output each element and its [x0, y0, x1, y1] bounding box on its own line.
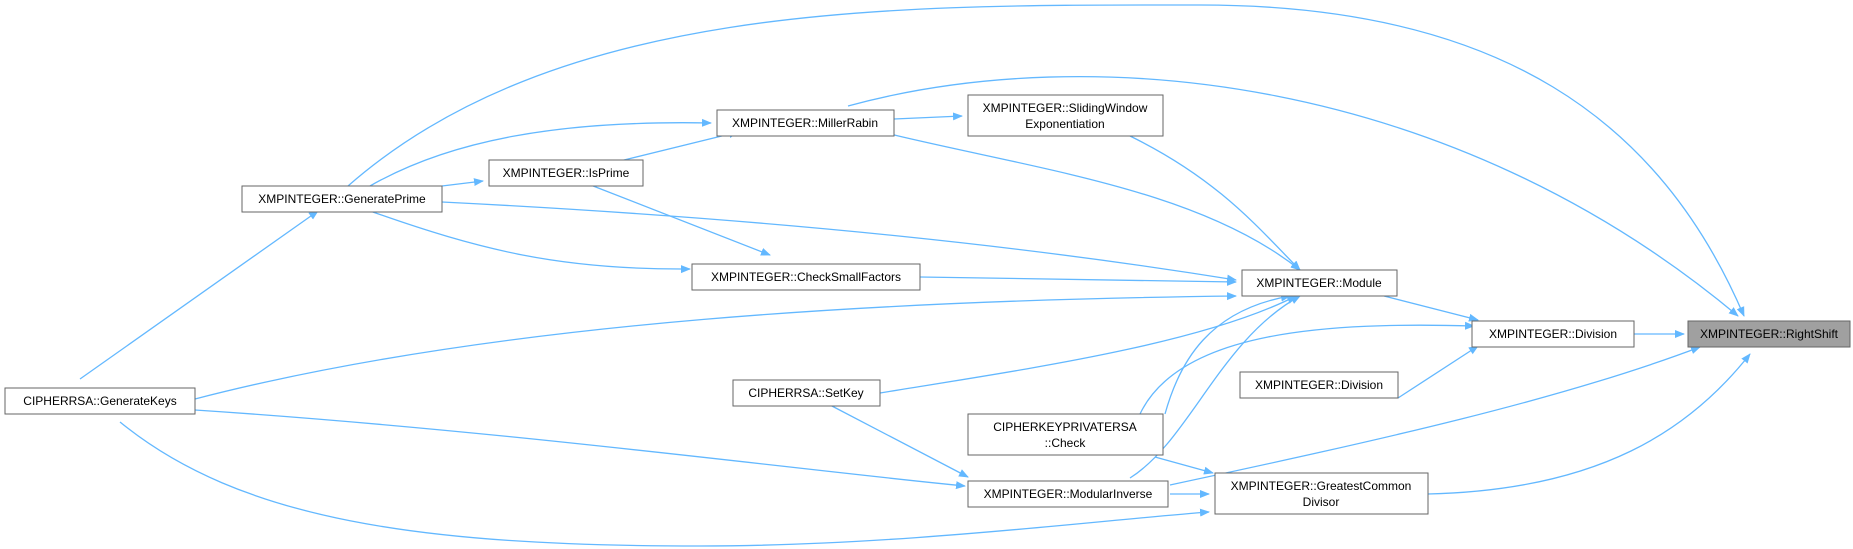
node-generatekeys[interactable]: CIPHERRSA::GenerateKeys: [4, 387, 196, 415]
edge-generatekeys-to-module: [194, 292, 1237, 400]
edge-generatekeys-to-generateprime: [79, 210, 319, 380]
edge-millerrabin-to-slidingwindow: [893, 112, 963, 121]
edge-millerrabin-to-module: [889, 133, 1301, 271]
node-cipherkeyprivatersa-check[interactable]: CIPHERKEYPRIVATERSA ::Check: [967, 413, 1164, 456]
node-isprime-label: XMPINTEGER::IsPrime: [503, 166, 630, 180]
edge-module-to-division1: [1383, 295, 1479, 322]
node-modularinverse[interactable]: XMPINTEGER::ModularInverse: [967, 480, 1169, 508]
node-modularinverse-label: XMPINTEGER::ModularInverse: [984, 487, 1153, 501]
node-division-primary[interactable]: XMPINTEGER::Division: [1471, 320, 1635, 348]
node-millerrabin[interactable]: XMPINTEGER::MillerRabin: [716, 109, 895, 137]
edge-check-to-division1: [1139, 321, 1475, 415]
node-setkey-label: CIPHERRSA::SetKey: [748, 386, 863, 400]
node-module-label: XMPINTEGER::Module: [1256, 276, 1382, 290]
node-slidingwindow-label-line2: Exponentiation: [1025, 117, 1104, 131]
edge-generateprime-to-millerrabin: [369, 118, 712, 187]
edge-check-to-gcd: [1154, 456, 1214, 475]
node-check-label-line1: CIPHERKEYPRIVATERSA: [993, 420, 1137, 434]
node-slidingwindowexponentiation[interactable]: XMPINTEGER::SlidingWindow Exponentiation: [967, 94, 1164, 137]
node-division-primary-label: XMPINTEGER::Division: [1489, 327, 1617, 341]
node-division-secondary-label: XMPINTEGER::Division: [1255, 378, 1383, 392]
edge-slidingwindow-to-module: [1129, 135, 1301, 271]
node-generateprime-label: XMPINTEGER::GeneratePrime: [258, 192, 426, 206]
edge-generateprime-to-rightshift: [347, 4, 1745, 317]
edge-isprime-to-millerrabin: [619, 130, 739, 162]
node-generateprime[interactable]: XMPINTEGER::GeneratePrime: [241, 185, 443, 213]
node-checksmallfactors[interactable]: XMPINTEGER::CheckSmallFactors: [691, 263, 921, 291]
node-division-secondary[interactable]: XMPINTEGER::Division: [1239, 371, 1399, 399]
edge-millerrabin-to-rightshift: [847, 75, 1739, 317]
node-check-label-line2: ::Check: [1045, 436, 1087, 450]
edge-modularinverse-to-rightshift: [1169, 346, 1701, 486]
edge-generateprime-to-checksmallfactors: [369, 210, 691, 274]
node-gcd-label-line2: Divisor: [1303, 495, 1340, 509]
edge-generateprime-to-isprime: [441, 178, 484, 187]
edge-modularinverse-to-module: [1129, 295, 1301, 479]
edge-checksmallfactors-to-module: [919, 276, 1237, 286]
node-gcd-label-line1: XMPINTEGER::GreatestCommon: [1231, 479, 1412, 493]
node-rightshift-label: XMPINTEGER::RightShift: [1700, 327, 1839, 341]
node-setkey[interactable]: CIPHERRSA::SetKey: [732, 379, 881, 407]
edge-isprime-to-checksmallfactors: [587, 183, 771, 256]
node-millerrabin-label: XMPINTEGER::MillerRabin: [732, 116, 878, 130]
node-generatekeys-label: CIPHERRSA::GenerateKeys: [23, 394, 176, 408]
node-slidingwindow-label-line1: XMPINTEGER::SlidingWindow: [983, 101, 1148, 115]
node-rightshift[interactable]: XMPINTEGER::RightShift: [1687, 320, 1851, 348]
edge-check-to-module: [1164, 293, 1291, 415]
edge-division2-to-division1: [1397, 345, 1479, 399]
node-module[interactable]: XMPINTEGER::Module: [1241, 269, 1398, 297]
edge-generateprime-to-module: [441, 201, 1237, 283]
edge-setkey-to-module: [879, 295, 1297, 394]
edge-setkey-to-modularinverse: [829, 404, 969, 478]
node-checksmallfactors-label: XMPINTEGER::CheckSmallFactors: [711, 270, 901, 284]
edge-gcd-to-rightshift: [1427, 353, 1751, 495]
edge-generatekeys-to-gcd: [119, 421, 1210, 547]
node-isprime[interactable]: XMPINTEGER::IsPrime: [488, 159, 644, 187]
edges: [79, 4, 1751, 547]
edge-generatekeys-to-modularinverse: [194, 409, 966, 490]
node-greatestcommondivisor[interactable]: XMPINTEGER::GreatestCommon Divisor: [1214, 472, 1429, 515]
